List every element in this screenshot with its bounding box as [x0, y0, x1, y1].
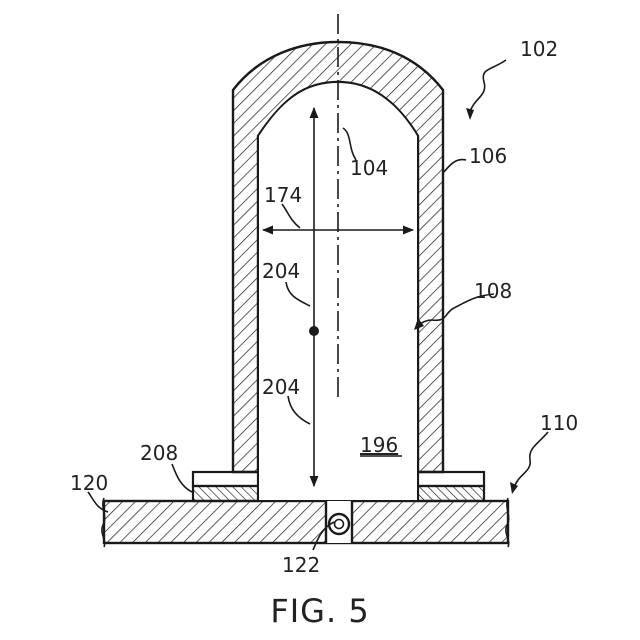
ref-110: 110: [540, 411, 578, 435]
ref-208: 208: [140, 441, 178, 465]
vent-port: [326, 501, 352, 543]
ref-204-upper: 204: [262, 259, 300, 283]
figure-caption: FIG. 5: [270, 592, 369, 630]
center-point: [309, 326, 319, 336]
ref-122: 122: [282, 553, 320, 577]
ref-120: 120: [70, 471, 108, 495]
ref-104: 104: [350, 156, 388, 180]
ref-204-lower: 204: [262, 375, 300, 399]
ref-108: 108: [474, 279, 512, 303]
substrate: [102, 498, 509, 547]
ref-106: 106: [469, 144, 507, 168]
ref-196: 196: [360, 433, 398, 457]
ref-174: 174: [264, 183, 302, 207]
ref-102: 102: [520, 37, 558, 61]
